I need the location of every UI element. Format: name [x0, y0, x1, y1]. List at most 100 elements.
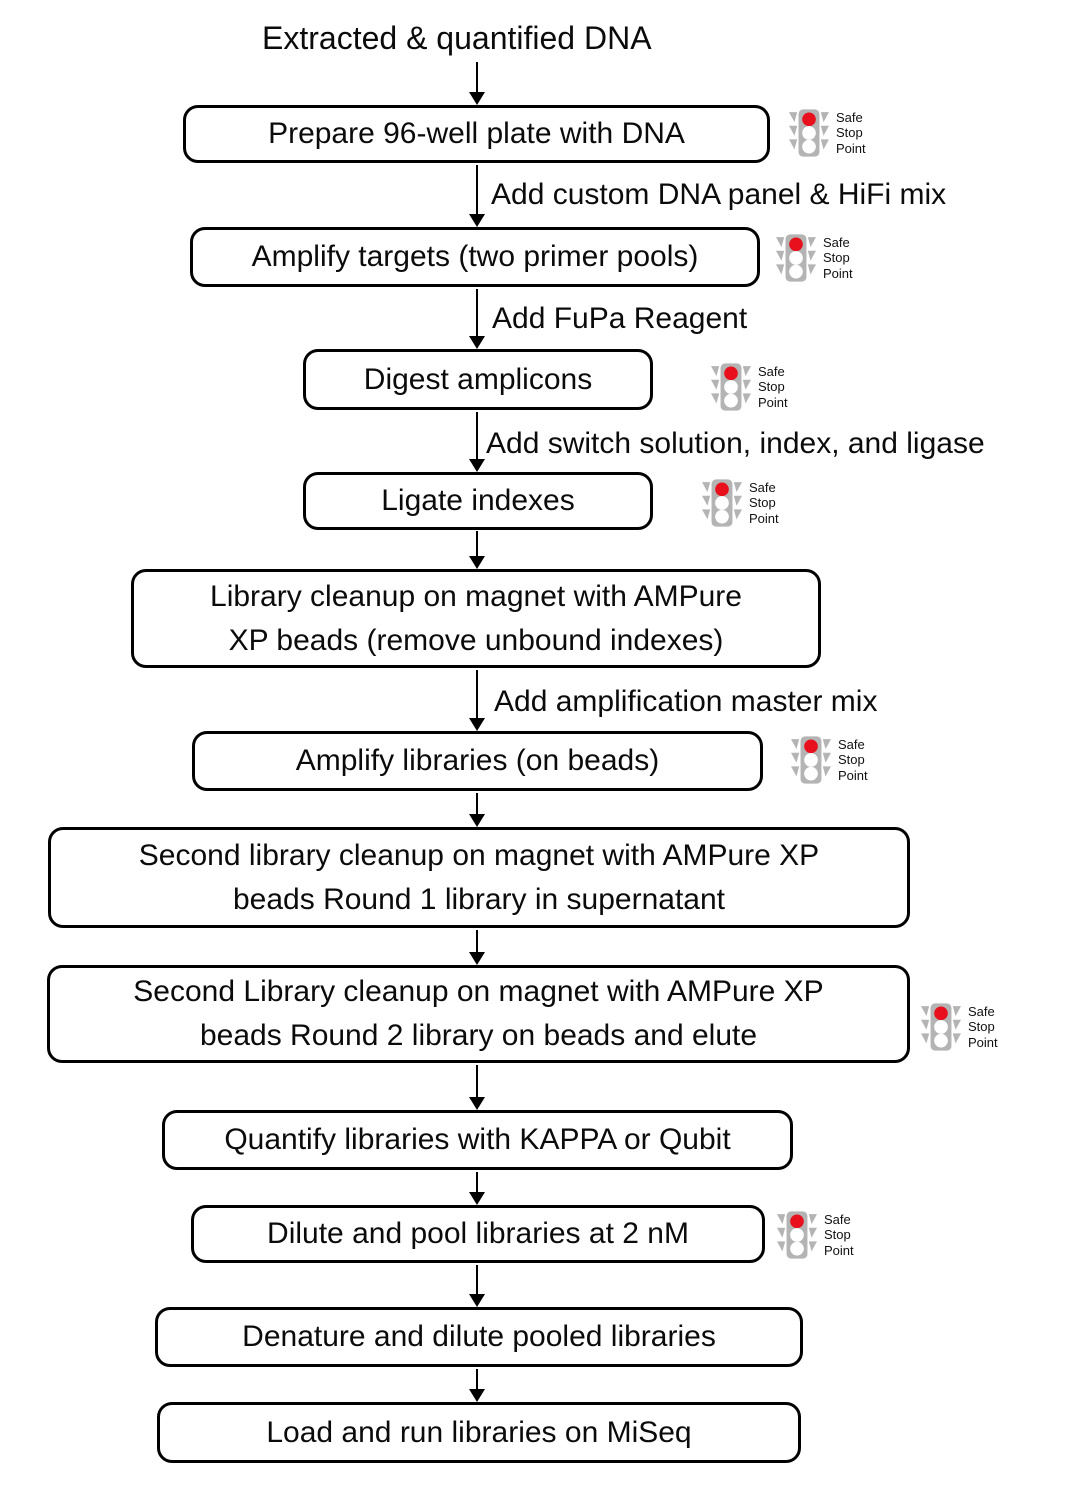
safe-stop-text-line: Stop — [758, 379, 785, 395]
arrow-shaft — [476, 62, 478, 93]
arrow-shaft — [476, 930, 478, 953]
safe-stop-text-line: Stop — [836, 125, 863, 141]
arrow-head-icon — [469, 1097, 485, 1110]
safe-stop-text-line: Point — [968, 1034, 998, 1050]
safe-stop-text-line: Stop — [824, 1227, 851, 1243]
safe-stop-text-line: Point — [824, 1242, 854, 1258]
safe-stop-point-indicator: Safe Stop Point — [789, 107, 866, 159]
traffic-light-icon — [921, 1001, 961, 1053]
safe-stop-text-line: Safe — [838, 736, 865, 752]
step-label: Library cleanup on magnet with AMPure XP… — [210, 579, 742, 657]
safe-stop-text-line: Point — [823, 265, 853, 281]
safe-stop-text: Safe Stop Point — [749, 480, 779, 527]
safe-stop-point-indicator: Safe Stop Point — [777, 1209, 854, 1261]
traffic-light-icon — [777, 1209, 817, 1261]
arrow-head-icon — [469, 952, 485, 965]
step-label: Digest amplicons — [363, 362, 593, 396]
step-label: Ligate indexes — [381, 484, 575, 517]
step-label: Load and run libraries on MiSeq — [266, 1415, 692, 1449]
arrow-label-switch-solution: Add switch solution, index, and ligase — [486, 427, 985, 460]
safe-stop-text-line: Stop — [749, 495, 776, 511]
safe-stop-point-indicator: Safe Stop Point — [776, 232, 853, 284]
step-box-load-run-miseq: Load and run libraries on MiSeq — [157, 1402, 801, 1463]
arrow-head-icon — [469, 814, 485, 827]
arrow-shaft — [476, 793, 478, 815]
traffic-light-icon — [711, 361, 751, 413]
step-box-amplify-libraries: Amplify libraries (on beads) — [192, 731, 763, 791]
safe-stop-text: Safe Stop Point — [968, 1004, 998, 1051]
step-box-denature-dilute: Denature and dilute pooled libraries — [155, 1307, 803, 1367]
step-box-prepare-plate: Prepare 96-well plate with DNA — [183, 105, 770, 163]
arrow-shaft — [476, 1369, 478, 1390]
safe-stop-text-line: Safe — [758, 363, 785, 379]
safe-stop-text-line: Stop — [838, 752, 865, 768]
flow-arrow — [469, 1369, 485, 1402]
flow-arrow — [469, 62, 485, 105]
safe-stop-point-indicator: Safe Stop Point — [702, 477, 779, 529]
step-box-amplify-targets: Amplify targets (two primer pools) — [190, 227, 760, 287]
step-label: Amplify libraries (on beads) — [295, 744, 660, 777]
arrow-head-icon — [469, 92, 485, 105]
arrow-head-icon — [469, 214, 485, 227]
safe-stop-point-indicator: Safe Stop Point — [711, 361, 788, 413]
arrow-shaft — [476, 165, 478, 215]
safe-stop-point-indicator: Safe Stop Point — [921, 1001, 998, 1053]
safe-stop-text-line: Stop — [968, 1019, 995, 1035]
flow-arrow — [469, 412, 485, 472]
safe-stop-text: Safe Stop Point — [838, 737, 868, 784]
step-box-ligate-indexes: Ligate indexes — [303, 472, 653, 530]
flow-arrow — [469, 165, 485, 227]
arrow-head-icon — [469, 336, 485, 349]
safe-stop-text-line: Point — [838, 767, 868, 783]
arrow-label-fupa-reagent: Add FuPa Reagent — [492, 302, 748, 335]
step-label: Second Library cleanup on magnet with AM… — [133, 975, 824, 1052]
step-box-library-cleanup: Library cleanup on magnet with AMPure XP… — [131, 569, 821, 668]
arrow-head-icon — [469, 556, 485, 569]
safe-stop-text: Safe Stop Point — [824, 1212, 854, 1259]
step-box-second-cleanup-round1: Second library cleanup on magnet with AM… — [48, 827, 910, 928]
step-label: Amplify targets (two primer pools) — [251, 240, 699, 273]
safe-stop-text-line: Stop — [823, 250, 850, 266]
arrow-label-master-mix: Add amplification master mix — [494, 685, 878, 718]
step-label: Prepare 96-well plate with DNA — [268, 117, 685, 150]
flow-arrow — [469, 289, 485, 349]
safe-stop-text-line: Point — [749, 510, 779, 526]
traffic-light-icon — [776, 232, 816, 284]
arrow-label-custom-panel: Add custom DNA panel & HiFi mix — [491, 178, 947, 211]
flow-arrow — [469, 1172, 485, 1205]
safe-stop-text: Safe Stop Point — [836, 110, 866, 157]
arrow-shaft — [476, 1172, 478, 1193]
arrow-shaft — [476, 531, 478, 557]
flow-arrow — [469, 930, 485, 965]
flow-arrow — [469, 1065, 485, 1110]
step-box-second-cleanup-round2: Second Library cleanup on magnet with AM… — [47, 965, 910, 1063]
arrow-shaft — [476, 289, 478, 337]
arrow-shaft — [476, 670, 478, 719]
safe-stop-text-line: Safe — [749, 479, 776, 495]
arrow-head-icon — [469, 459, 485, 472]
step-label: Second library cleanup on magnet with AM… — [138, 838, 820, 916]
step-box-digest-amplicons: Digest amplicons — [303, 349, 653, 410]
flow-arrow — [469, 1265, 485, 1307]
page-title: Extracted & quantified DNA — [262, 20, 652, 56]
safe-stop-text-line: Safe — [824, 1211, 851, 1227]
safe-stop-text-line: Point — [758, 394, 788, 410]
step-box-dilute-pool: Dilute and pool libraries at 2 nM — [191, 1205, 765, 1263]
traffic-light-icon — [789, 107, 829, 159]
safe-stop-point-indicator: Safe Stop Point — [791, 734, 868, 786]
safe-stop-text-line: Safe — [968, 1003, 995, 1019]
step-label: Denature and dilute pooled libraries — [242, 1320, 716, 1353]
arrow-shaft — [476, 412, 478, 460]
flow-arrow — [469, 670, 485, 731]
safe-stop-text: Safe Stop Point — [823, 235, 853, 282]
arrow-head-icon — [469, 1389, 485, 1402]
safe-stop-text-line: Safe — [836, 109, 863, 125]
step-box-quantify-libraries: Quantify libraries with KAPPA or Qubit — [162, 1110, 793, 1170]
flow-arrow — [469, 531, 485, 569]
traffic-light-icon — [791, 734, 831, 786]
traffic-light-icon — [702, 477, 742, 529]
arrow-shaft — [476, 1065, 478, 1098]
safe-stop-text: Safe Stop Point — [758, 364, 788, 411]
arrow-shaft — [476, 1265, 478, 1295]
